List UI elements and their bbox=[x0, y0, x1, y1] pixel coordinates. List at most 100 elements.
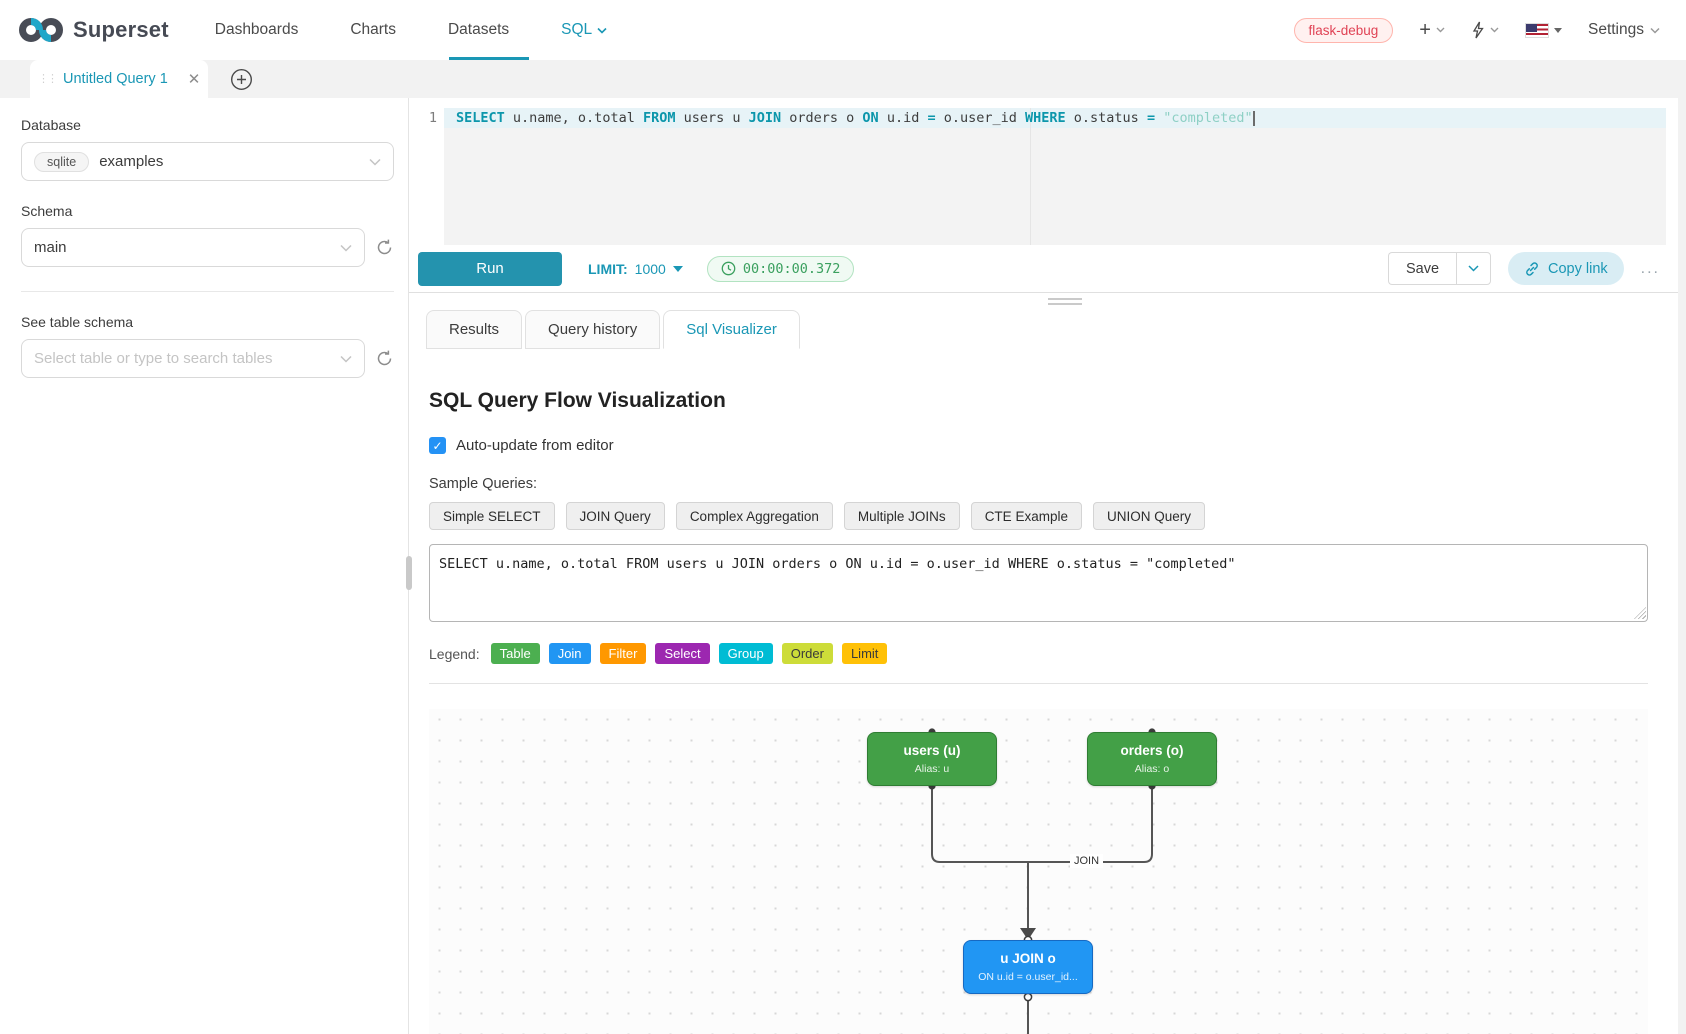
timer-value: 00:00:00.372 bbox=[742, 260, 841, 277]
chevron-down-icon bbox=[340, 355, 352, 363]
sample-query-button[interactable]: Complex Aggregation bbox=[675, 502, 833, 530]
table-select[interactable]: Select table or type to search tables bbox=[21, 339, 365, 378]
sql-input[interactable]: SELECT u.name, o.total FROM users u JOIN… bbox=[429, 544, 1648, 622]
line-number: 1 bbox=[428, 110, 437, 126]
legend-badge: Order bbox=[781, 643, 833, 664]
save-button[interactable]: Save bbox=[1387, 252, 1457, 285]
plus-icon: + bbox=[1419, 19, 1431, 41]
new-query-tab-button[interactable] bbox=[230, 60, 253, 98]
sample-query-button[interactable]: JOIN Query bbox=[565, 502, 665, 530]
clock-icon bbox=[721, 261, 736, 276]
language-selector[interactable] bbox=[1524, 22, 1562, 38]
node-title: u JOIN o bbox=[1000, 951, 1056, 966]
query-tab-strip: ⋮⋮ Untitled Query 1 ✕ bbox=[0, 60, 1686, 98]
node-subtitle: Alias: o bbox=[1134, 763, 1170, 775]
save-dropdown-button[interactable] bbox=[1456, 252, 1492, 285]
table-schema-label: See table schema bbox=[21, 314, 134, 330]
drag-handle-icon[interactable]: ⋮⋮ bbox=[38, 72, 58, 85]
caret-down-icon bbox=[1553, 27, 1562, 33]
tab-results[interactable]: Results bbox=[426, 310, 523, 349]
sql-token: SELECT bbox=[456, 110, 505, 126]
sql-lab-main: 1 SELECT u.name, o.total FROM users u JO… bbox=[409, 98, 1686, 1034]
sql-token: ON bbox=[862, 110, 879, 126]
legend-badge: Limit bbox=[841, 643, 888, 664]
sql-code-line[interactable]: SELECT u.name, o.total FROM users u JOIN… bbox=[444, 108, 1666, 126]
sql-token: users u bbox=[675, 110, 749, 126]
limit-dropdown[interactable]: LIMIT: 1000 bbox=[588, 261, 683, 277]
chevron-down-icon bbox=[1650, 27, 1660, 34]
chevron-down-icon bbox=[597, 27, 607, 34]
flow-node-users[interactable]: users (u) Alias: u bbox=[867, 732, 997, 786]
result-tabs: Results Query history Sql Visualizer bbox=[426, 310, 800, 349]
auto-update-label: Auto-update from editor bbox=[456, 437, 614, 454]
sample-query-button[interactable]: UNION Query bbox=[1092, 502, 1205, 530]
database-select[interactable]: sqlite examples bbox=[21, 142, 394, 181]
close-tab-icon[interactable]: ✕ bbox=[187, 71, 201, 88]
run-button[interactable]: Run bbox=[418, 251, 562, 286]
sql-token: o.status bbox=[1065, 110, 1147, 126]
nav-charts[interactable]: Charts bbox=[350, 21, 396, 38]
more-actions-button[interactable]: ... bbox=[1640, 259, 1660, 277]
plus-circle-icon bbox=[230, 68, 253, 90]
chevron-down-icon bbox=[1490, 27, 1499, 33]
page-title: SQL Query Flow Visualization bbox=[429, 389, 726, 412]
sample-queries-label: Sample Queries: bbox=[429, 476, 537, 492]
node-title: users (u) bbox=[903, 743, 961, 758]
us-flag-icon bbox=[1524, 22, 1549, 38]
refresh-tables-icon[interactable] bbox=[375, 349, 394, 368]
table-select-placeholder: Select table or type to search tables bbox=[34, 350, 273, 367]
schema-label: Schema bbox=[21, 203, 73, 219]
database-engine-badge: sqlite bbox=[34, 151, 90, 172]
active-line-highlight bbox=[444, 108, 1666, 128]
sample-query-button[interactable]: Multiple JOINs bbox=[843, 502, 960, 530]
settings-menu[interactable]: Settings bbox=[1588, 21, 1660, 39]
alerts-button[interactable] bbox=[1471, 21, 1499, 39]
sql-editor[interactable]: 1 SELECT u.name, o.total FROM users u JO… bbox=[415, 108, 1666, 245]
query-timer-badge: 00:00:00.372 bbox=[706, 255, 855, 282]
node-subtitle: Alias: u bbox=[914, 763, 950, 775]
sample-query-button[interactable]: CTE Example bbox=[970, 502, 1082, 530]
sql-token: orders o bbox=[781, 110, 863, 126]
environment-badge: flask-debug bbox=[1293, 17, 1394, 43]
flow-node-join[interactable]: u JOIN o ON u.id = o.user_id... bbox=[963, 940, 1093, 994]
page-scrollbar[interactable] bbox=[1678, 98, 1686, 1034]
chevron-down-icon bbox=[369, 158, 381, 166]
infinity-logo-icon bbox=[19, 18, 63, 42]
limit-value: 1000 bbox=[634, 260, 666, 277]
tab-sql-visualizer[interactable]: Sql Visualizer bbox=[663, 310, 800, 349]
brand-name: Superset bbox=[73, 17, 169, 42]
nav-sql[interactable]: SQL bbox=[561, 21, 607, 39]
pane-resize-handle[interactable] bbox=[1047, 298, 1082, 308]
sql-token: = bbox=[1146, 110, 1156, 126]
copy-link-button[interactable]: Copy link bbox=[1508, 252, 1624, 285]
auto-update-checkbox[interactable]: ✓ bbox=[429, 437, 446, 454]
flow-node-orders[interactable]: orders (o) Alias: o bbox=[1087, 732, 1217, 786]
superset-logo[interactable]: Superset bbox=[18, 17, 169, 43]
caret-down-icon bbox=[672, 265, 683, 272]
nav-datasets[interactable]: Datasets bbox=[447, 21, 510, 38]
text-cursor bbox=[1252, 111, 1255, 126]
legend-badge: Filter bbox=[599, 643, 647, 664]
query-tab-active[interactable]: ⋮⋮ Untitled Query 1 ✕ bbox=[30, 60, 208, 98]
flow-canvas[interactable]: users (u) Alias: u orders (o) Alias: o u… bbox=[429, 709, 1648, 1034]
nav-dashboards[interactable]: Dashboards bbox=[214, 21, 299, 38]
database-value: examples bbox=[99, 153, 164, 170]
sql-token bbox=[1155, 110, 1163, 126]
refresh-schemas-icon[interactable] bbox=[375, 238, 394, 257]
sql-lab-sidebar: Database sqlite examples Schema main bbox=[0, 98, 412, 1034]
pane-scrollbar-thumb[interactable] bbox=[406, 556, 412, 590]
sql-token: = bbox=[927, 110, 936, 126]
legend-badge: Table bbox=[490, 643, 540, 664]
sql-token: u.name, o.total bbox=[504, 110, 643, 126]
database-label: Database bbox=[21, 117, 81, 133]
sql-token: "completed" bbox=[1163, 110, 1253, 126]
schema-value: main bbox=[34, 239, 67, 256]
print-margin-line bbox=[1030, 108, 1031, 245]
sample-queries-row: Simple SELECT JOIN Query Complex Aggregati… bbox=[429, 502, 1648, 530]
sample-query-button[interactable]: Simple SELECT bbox=[429, 502, 555, 530]
new-item-button[interactable]: + bbox=[1419, 20, 1445, 40]
tab-query-history[interactable]: Query history bbox=[525, 310, 661, 349]
sql-token: WHERE bbox=[1025, 110, 1066, 126]
schema-select[interactable]: main bbox=[21, 228, 365, 267]
